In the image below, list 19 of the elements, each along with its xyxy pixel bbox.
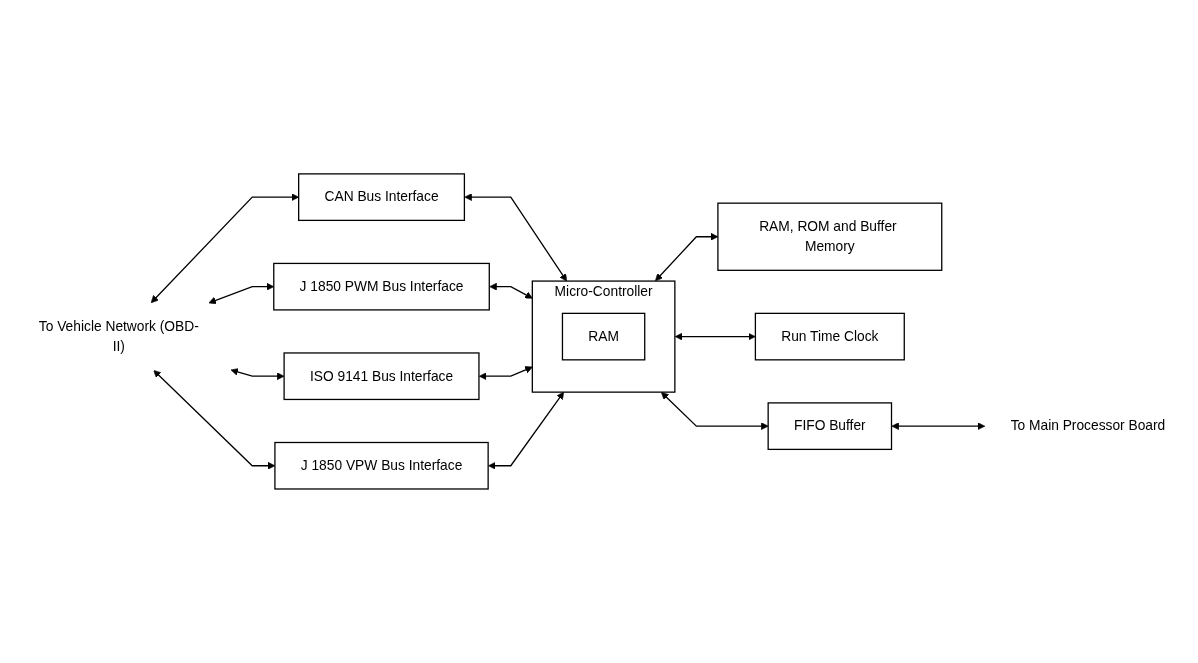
node-box: J 1850 PWM Bus Interface xyxy=(273,262,490,311)
arrow xyxy=(150,193,299,304)
node-text: To Main Processor Board xyxy=(1010,418,1166,434)
arrow xyxy=(230,368,285,381)
arrow xyxy=(674,332,756,341)
node-box: Run Time Clock xyxy=(754,312,905,361)
arrow xyxy=(489,282,533,299)
node-box: FIFO Buffer xyxy=(767,402,893,451)
node-box: J 1850 VPW Bus Interface xyxy=(274,441,489,490)
arrow xyxy=(488,391,565,470)
node-box: ISO 9141 Bus Interface xyxy=(283,352,480,401)
arrow xyxy=(891,422,986,430)
arrow xyxy=(478,366,533,381)
arrow xyxy=(661,392,769,430)
node-box: RAM, ROM and Buffer Memory xyxy=(717,202,943,271)
arrow xyxy=(464,193,567,282)
node-box: CAN Bus Interface xyxy=(298,173,466,222)
node-text: To Vehicle Network (OBD-II) xyxy=(38,318,199,354)
node-box: RAM xyxy=(561,312,646,361)
